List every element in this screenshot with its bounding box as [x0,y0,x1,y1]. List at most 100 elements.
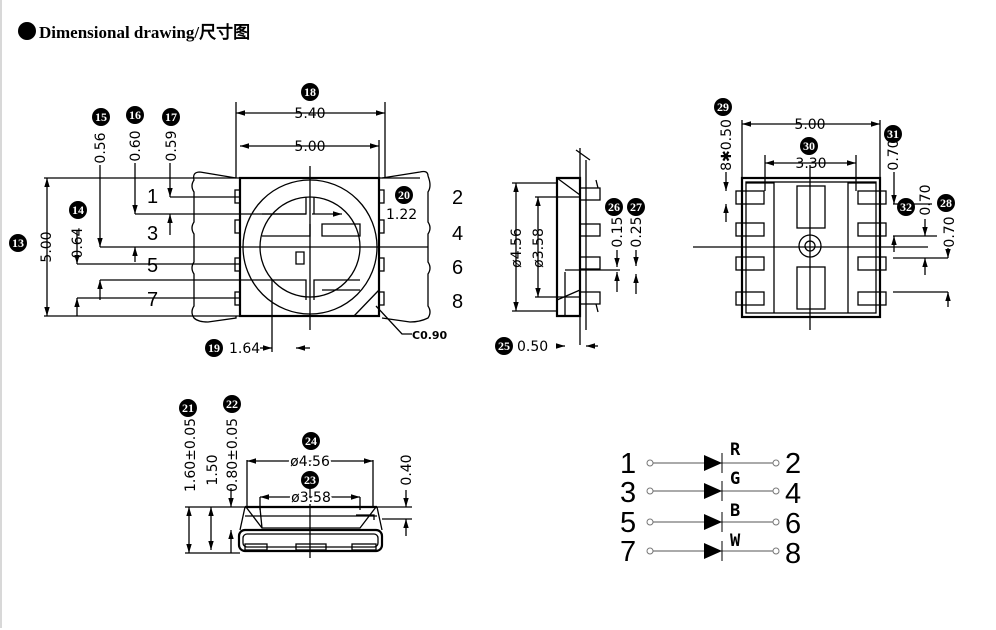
callout-32: 32 [897,198,915,216]
callout-15: 15 [92,108,110,126]
dim-height-body: 5.00 [39,231,55,262]
svg-text:18: 18 [304,85,316,99]
dim-32: 0.70 [918,184,934,215]
svg-text:28: 28 [940,196,952,210]
dim-17: 0.59 [164,130,180,161]
led-color-label: R [730,440,741,460]
svg-text:25: 25 [498,339,510,353]
dim-0-40: 0.40 [399,454,415,485]
callout-19: 19 [205,339,223,357]
dim-25: 0.50 [517,339,548,355]
callout-31: 31 [884,125,902,143]
svg-text:26: 26 [608,200,620,214]
callout-28: 28 [937,194,955,212]
callout-20: 20 [395,186,413,204]
schematic-row-3: 5 B 6 [620,501,801,540]
dim-profile-outer-dia: ø4.56 [290,454,330,470]
pin-label-2: 2 [452,187,463,209]
svg-text:14: 14 [72,203,84,217]
anode-pin: 3 [620,477,636,509]
callout-23: 23 [301,471,319,489]
svg-text:21: 21 [182,401,194,415]
callout-17: 17 [162,108,180,126]
dim-width-outer: 5.40 [294,106,325,122]
dim-31: 0.70 [886,139,902,170]
svg-text:17: 17 [165,110,177,124]
pin-label-4: 4 [452,223,463,245]
dim-26: 0.15 [610,216,626,247]
callout-22: 22 [223,395,241,413]
dim-28: 0.70 [942,216,958,247]
diode-icon [704,483,722,499]
led-color-label: W [730,531,741,551]
svg-text:23: 23 [304,473,316,487]
callout-27: 27 [627,198,645,216]
led-schematic: 1 R 2 3 G 4 5 B 6 7 W [620,440,801,570]
dim-14: 0.64 [70,227,86,258]
svg-text:32: 32 [900,200,912,214]
callout-18: 18 [301,83,319,101]
cathode-pin: 2 [785,448,801,480]
svg-text:22: 22 [226,397,238,411]
callout-14: 14 [69,201,87,219]
schematic-row-4: 7 W 8 [620,531,801,570]
callout-16: 16 [126,106,144,124]
dim-15: 0.56 [93,132,109,163]
svg-text:15: 15 [95,110,107,124]
cathode-pin: 8 [785,538,801,570]
callout-26: 26 [605,198,623,216]
chamfer-edge [353,289,380,317]
pin-label-6: 6 [452,257,463,279]
dim-chamfer: C0.90 [412,329,448,342]
dim-pad-width: 8✱0.50 [719,119,735,171]
profile-view: 1.60±0.05 1.50 0.80±0.05 ø4.56 ø3.58 0.4… [179,395,415,558]
pin-label-1: 1 [147,186,158,208]
cathode-pin: 6 [785,508,801,540]
dim-profile-inner-dia: ø3.58 [291,490,331,506]
callout-30: 30 [800,137,818,155]
dim-27: 0.25 [629,216,645,247]
callout-25: 25 [495,337,513,355]
callout-24: 24 [302,432,320,450]
dim-1-50: 1.50 [205,454,221,485]
dim-pitch: 3.30 [795,156,826,172]
side-view: ø4.56 ø3.58 0.50 0.15 0.25 25 26 27 [495,148,645,355]
section-title-text: Dimensional drawing/尺寸图 [39,23,251,42]
schematic-row-1: 1 R 2 [620,440,801,480]
anode-pin: 7 [620,536,636,568]
svg-text:24: 24 [305,434,317,448]
schematic-row-2: 3 G 4 [620,469,801,510]
callout-29: 29 [714,98,732,116]
pin-label-3: 3 [147,223,158,245]
section-title: Dimensional drawing/尺寸图 [18,18,250,43]
svg-text:13: 13 [12,236,24,250]
anode-pin: 1 [620,448,636,480]
svg-text:20: 20 [398,188,410,202]
back-pads [735,190,887,306]
anode-pin: 5 [620,507,636,539]
pin-label-5: 5 [147,255,158,277]
dim-inner-dia: ø3.58 [531,228,547,268]
package-outline [191,170,431,323]
pin-label-8: 8 [452,291,463,313]
cathode-pin: 4 [785,478,801,510]
dim-16: 0.60 [128,130,144,161]
svg-text:30: 30 [803,139,815,153]
callout-21: 21 [179,399,197,417]
svg-text:27: 27 [630,200,642,214]
dim-width-body: 5.00 [294,139,325,155]
diode-icon [704,543,722,559]
dim-outer-dia: ø4.56 [509,228,525,268]
diode-icon [704,514,722,530]
svg-text:31: 31 [887,127,899,141]
pads-right [378,189,385,306]
led-color-label: G [730,469,740,489]
dim-22: 0.80±0.05 [225,418,241,492]
dim-20: 1.22 [386,207,417,223]
svg-text:16: 16 [129,108,141,122]
svg-text:29: 29 [717,100,729,114]
svg-text:19: 19 [208,341,220,355]
diode-icon [704,455,722,471]
